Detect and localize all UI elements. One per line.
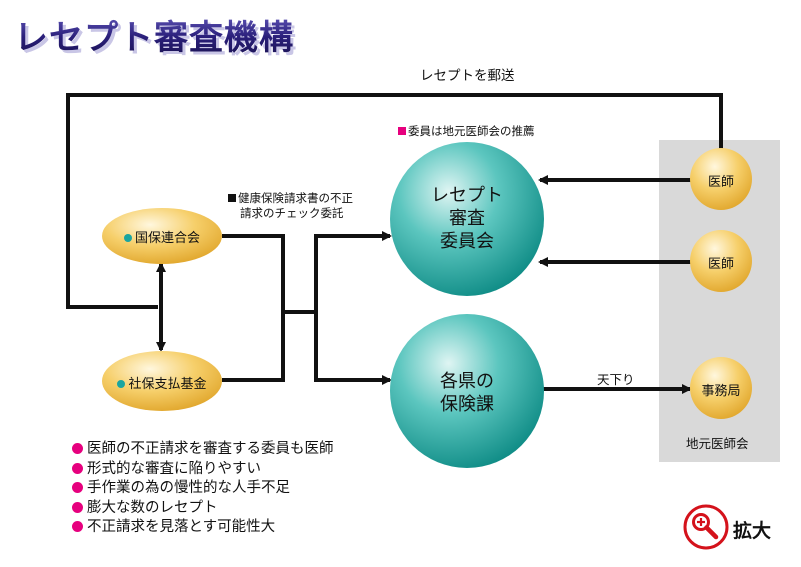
list-item: 不正請求を見落とす可能性大 bbox=[72, 518, 334, 538]
list-item: 膨大な数のレセプト bbox=[72, 499, 334, 519]
shaho-connector bbox=[222, 312, 285, 382]
mail-route-label: レセプトを郵送 bbox=[420, 68, 515, 84]
pink-square-icon bbox=[398, 127, 406, 135]
list-item: 形式的な審査に陥りやすい bbox=[72, 460, 334, 480]
bullet-dot-icon bbox=[72, 462, 83, 474]
teal-dot-icon bbox=[117, 380, 126, 388]
to-hokenka-arrow bbox=[314, 312, 392, 385]
black-square-icon bbox=[228, 194, 236, 202]
contract-note: 健康保険請求書の不正 請求のチェック委託 bbox=[228, 191, 353, 221]
doctor2-label: 医師 bbox=[707, 257, 734, 272]
list-item: 医師の不正請求を審査する委員も医師 bbox=[72, 440, 334, 460]
descent-label: 天下り bbox=[597, 372, 635, 387]
zoom-link[interactable]: 拡大 bbox=[733, 520, 772, 542]
local-assoc-label: 地元医師会 bbox=[686, 436, 749, 451]
bullet-dot-icon bbox=[72, 482, 83, 493]
hokenka-label: 各県の 保険課 bbox=[440, 371, 494, 415]
bullet-dot-icon bbox=[72, 501, 83, 513]
mail-route-line bbox=[66, 93, 723, 309]
kokuho-label: 国保連合会 bbox=[102, 227, 222, 246]
to-committee-arrow bbox=[314, 231, 392, 312]
teal-dot-icon bbox=[123, 234, 132, 242]
doctor1-label: 医師 bbox=[707, 175, 734, 190]
committee-label: レセプト 審査 委員会 bbox=[431, 185, 503, 252]
list-item: 手作業の為の慢性的な人手不足 bbox=[72, 479, 334, 499]
bullet-dot-icon bbox=[72, 521, 83, 532]
magnifier-plus-icon[interactable] bbox=[683, 504, 729, 550]
kokuho-ellipse bbox=[102, 208, 222, 264]
page-title: レセプト審査機構 bbox=[14, 10, 294, 59]
issue-list: 医師の不正請求を審査する委員も医師 形式的な審査に陥りやすい 手作業の為の慢性的… bbox=[72, 440, 334, 538]
shaho-ellipse bbox=[102, 351, 222, 411]
office-circle bbox=[690, 357, 752, 419]
committee-note: 委員は地元医師会の推薦 bbox=[398, 123, 535, 139]
doctor2-circle bbox=[690, 230, 752, 292]
doctor1-circle bbox=[690, 148, 752, 210]
shaho-label: 社保支払基金 bbox=[102, 373, 222, 392]
kokuho-connector bbox=[222, 234, 285, 312]
office-label: 事務局 bbox=[701, 384, 741, 399]
bullet-dot-icon bbox=[72, 443, 83, 454]
page-title-shadow: レセプト審査機構 bbox=[17, 13, 297, 62]
hokenka-circle bbox=[390, 314, 544, 468]
committee-circle bbox=[390, 142, 544, 296]
